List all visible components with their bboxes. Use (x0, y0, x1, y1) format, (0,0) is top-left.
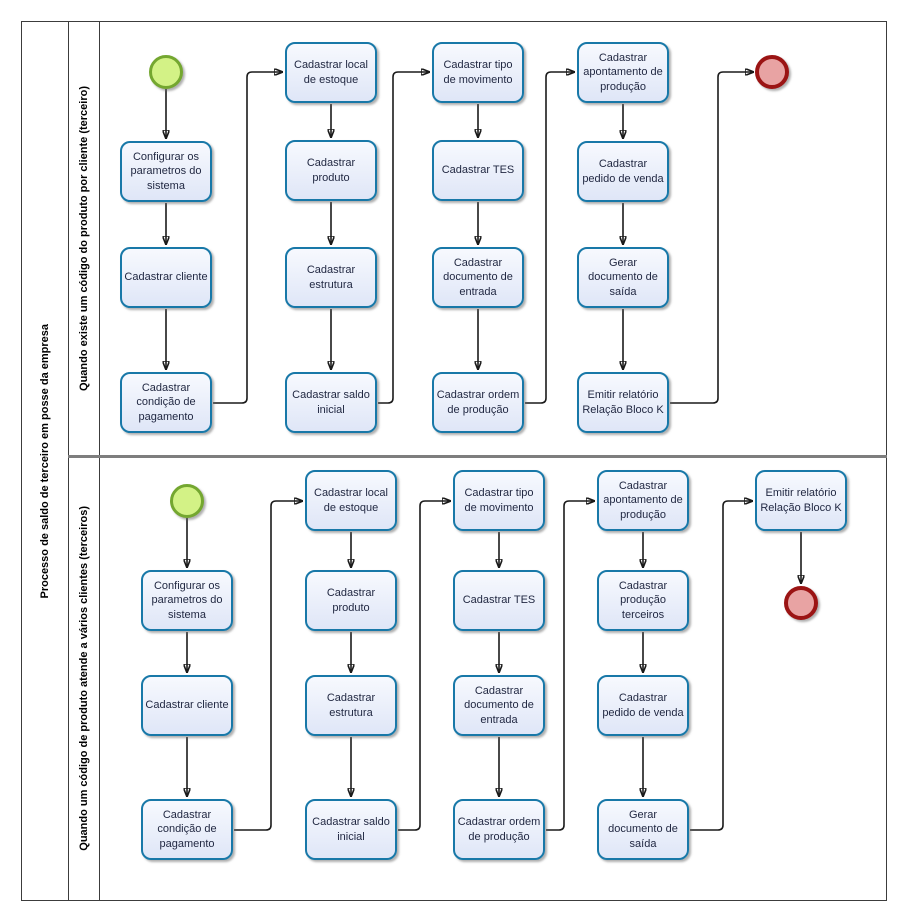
l2-end-event (784, 586, 818, 620)
l2-task-ordem-producao: Cadastrar ordem de produção (453, 799, 545, 860)
l2-task-apontamento-producao: Cadastrar apontamento de produção (597, 470, 689, 531)
l2-task-cadastrar-tes: Cadastrar TES (453, 570, 545, 631)
lane-2-label-cell: Quando um código de produto atende a vár… (68, 456, 100, 901)
lane-1-label-cell: Quando existe um código do produto por c… (68, 21, 100, 456)
l2-task-local-estoque: Cadastrar local de estoque (305, 470, 397, 531)
l2-task-producao-terceiros: Cadastrar produção terceiros (597, 570, 689, 631)
l1-end-event (755, 55, 789, 89)
l1-task-cadastrar-produto: Cadastrar produto (285, 140, 377, 201)
lane-1-label: Quando existe um código do produto por c… (77, 86, 90, 391)
l1-task-condicao-pagamento: Cadastrar condição de pagamento (120, 372, 212, 433)
l2-task-condicao-pagamento: Cadastrar condição de pagamento (141, 799, 233, 860)
l1-task-emitir-relatorio-bloco-k: Emitir relatório Relação Bloco K (577, 372, 669, 433)
l2-task-cadastrar-estrutura: Cadastrar estrutura (305, 675, 397, 736)
l2-task-emitir-relatorio-bloco-k: Emitir relatório Relação Bloco K (755, 470, 847, 531)
lane-2-label: Quando um código de produto atende a vár… (77, 506, 90, 851)
l1-task-gerar-documento-saida: Gerar documento de saída (577, 247, 669, 308)
pool-title: Processo de saldo de terceiro em posse d… (39, 323, 51, 599)
l2-task-saldo-inicial: Cadastrar saldo inicial (305, 799, 397, 860)
l2-task-cadastrar-produto: Cadastrar produto (305, 570, 397, 631)
l2-task-configurar-parametros: Configurar os parametros do sistema (141, 570, 233, 631)
l1-start-event (149, 55, 183, 89)
l1-task-cadastrar-estrutura: Cadastrar estrutura (285, 247, 377, 308)
l1-task-cadastrar-tes: Cadastrar TES (432, 140, 524, 201)
l2-task-gerar-documento-saida: Gerar documento de saída (597, 799, 689, 860)
l1-task-configurar-parametros: Configurar os parametros do sistema (120, 141, 212, 202)
l1-task-cadastrar-cliente: Cadastrar cliente (120, 247, 212, 308)
l1-task-local-estoque: Cadastrar local de estoque (285, 42, 377, 103)
l1-task-tipo-movimento: Cadastrar tipo de movimento (432, 42, 524, 103)
l1-task-documento-entrada: Cadastrar documento de entrada (432, 247, 524, 308)
pool-title-cell: Processo de saldo de terceiro em posse d… (21, 21, 69, 901)
lane-divider (68, 455, 887, 458)
l2-start-event (170, 484, 204, 518)
l1-task-pedido-venda: Cadastrar pedido de venda (577, 141, 669, 202)
l1-task-saldo-inicial: Cadastrar saldo inicial (285, 372, 377, 433)
l2-task-cadastrar-cliente: Cadastrar cliente (141, 675, 233, 736)
l2-task-pedido-venda: Cadastrar pedido de venda (597, 675, 689, 736)
l1-task-ordem-producao: Cadastrar ordem de produção (432, 372, 524, 433)
l2-task-documento-entrada: Cadastrar documento de entrada (453, 675, 545, 736)
l1-task-apontamento-producao: Cadastrar apontamento de produção (577, 42, 669, 103)
l2-task-tipo-movimento: Cadastrar tipo de movimento (453, 470, 545, 531)
